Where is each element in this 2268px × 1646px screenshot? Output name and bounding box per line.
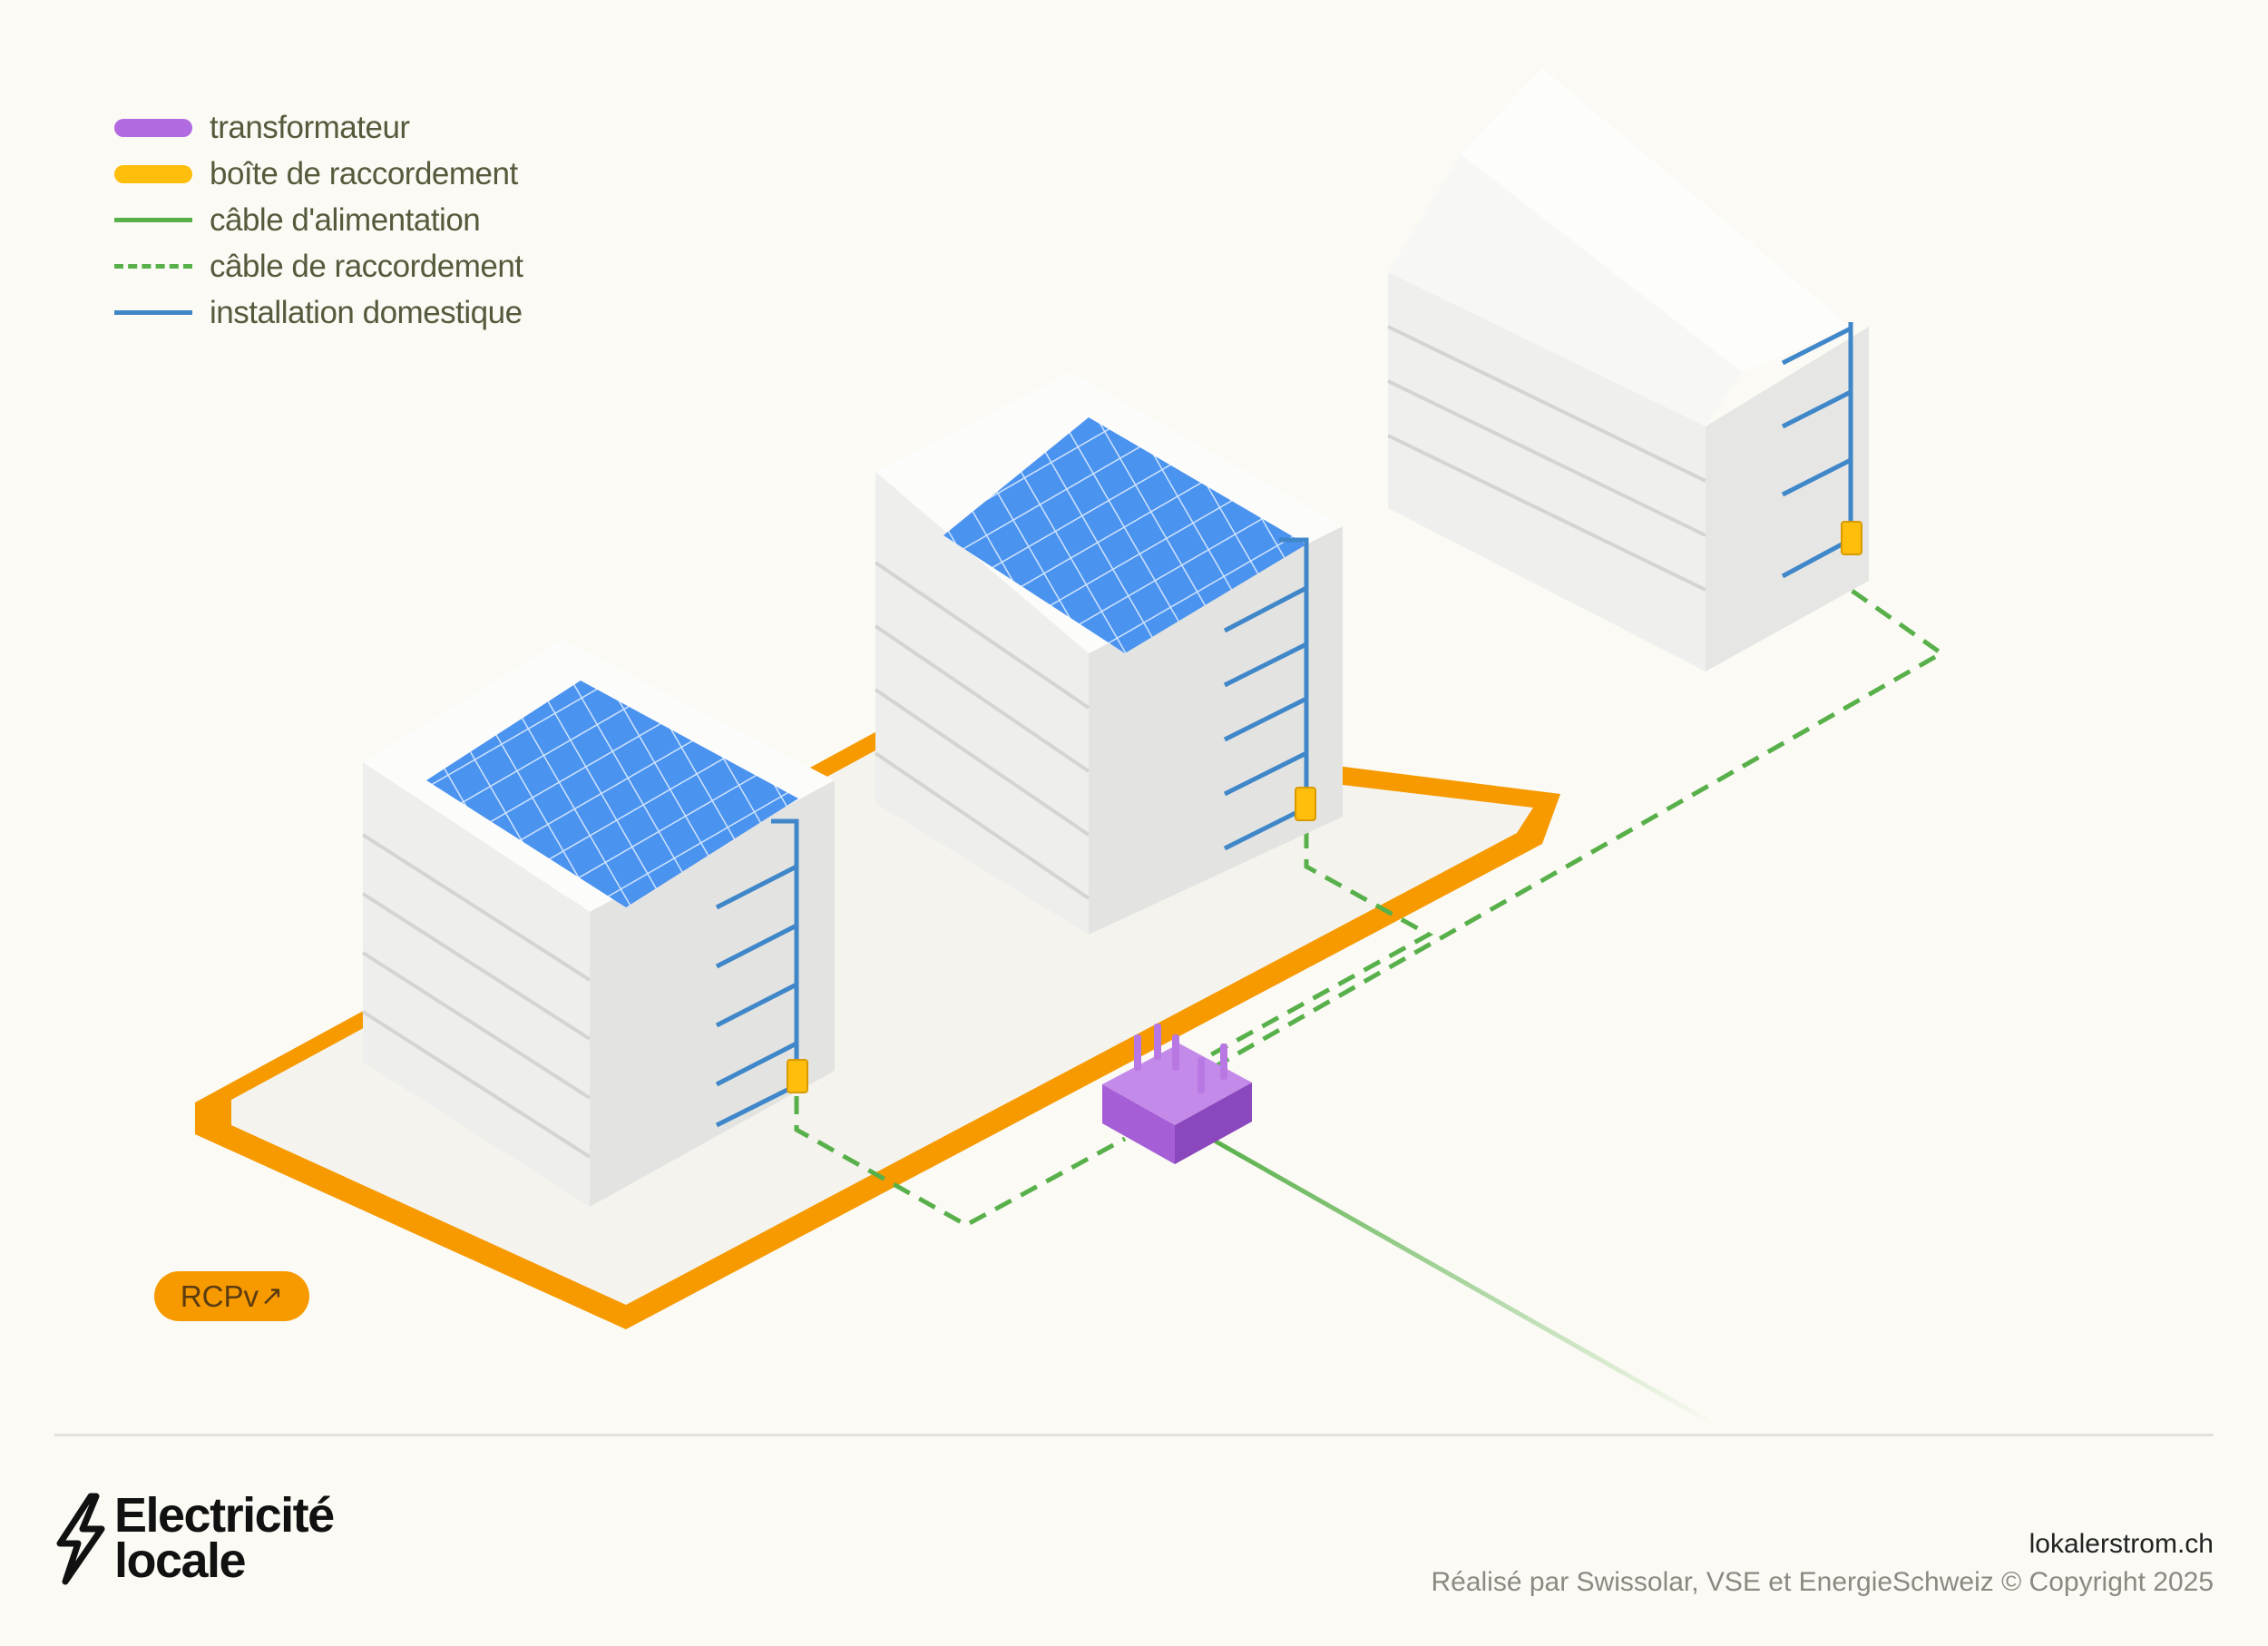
legend-swatch-line: [114, 310, 192, 315]
brand-logo: Electricité locale: [53, 1493, 334, 1585]
legend-item: boîte de raccordement: [114, 151, 523, 197]
footer: lokalerstrom.ch Réalisé par Swissolar, V…: [1431, 1529, 2214, 1598]
legend-swatch-line: [114, 218, 192, 222]
rcpv-link-button[interactable]: RCPv ↗: [154, 1271, 309, 1321]
footer-divider: [54, 1434, 2214, 1436]
residential-house: [1388, 68, 1869, 671]
legend-label: câble d'alimentation: [210, 202, 480, 239]
legend: transformateur boîte de raccordement câble…: [114, 104, 523, 336]
legend-swatch-pill: [114, 165, 192, 183]
external-link-arrow-icon: ↗: [260, 1280, 283, 1312]
legend-label: transformateur: [210, 110, 410, 146]
rcpv-label: RCPv: [181, 1279, 259, 1314]
logo-line-1: Electricité: [114, 1493, 334, 1538]
legend-item: câble de raccordement: [114, 243, 523, 289]
legend-label: câble de raccordement: [210, 249, 523, 285]
legend-swatch-dashed: [114, 264, 192, 269]
lightning-bolt-icon: [53, 1493, 107, 1585]
website-link[interactable]: lokalerstrom.ch: [1431, 1529, 2214, 1560]
logo-line-2: locale: [114, 1538, 334, 1583]
legend-item: installation domestique: [114, 289, 523, 336]
supply-cable: [1211, 1139, 1715, 1425]
legend-swatch-pill: [114, 119, 192, 137]
legend-label: boîte de raccordement: [210, 156, 518, 192]
copyright-text: Réalisé par Swissolar, VSE et EnergieSch…: [1431, 1567, 2214, 1598]
legend-item: transformateur: [114, 104, 523, 151]
legend-item: câble d'alimentation: [114, 197, 523, 243]
legend-label: installation domestique: [210, 295, 523, 331]
